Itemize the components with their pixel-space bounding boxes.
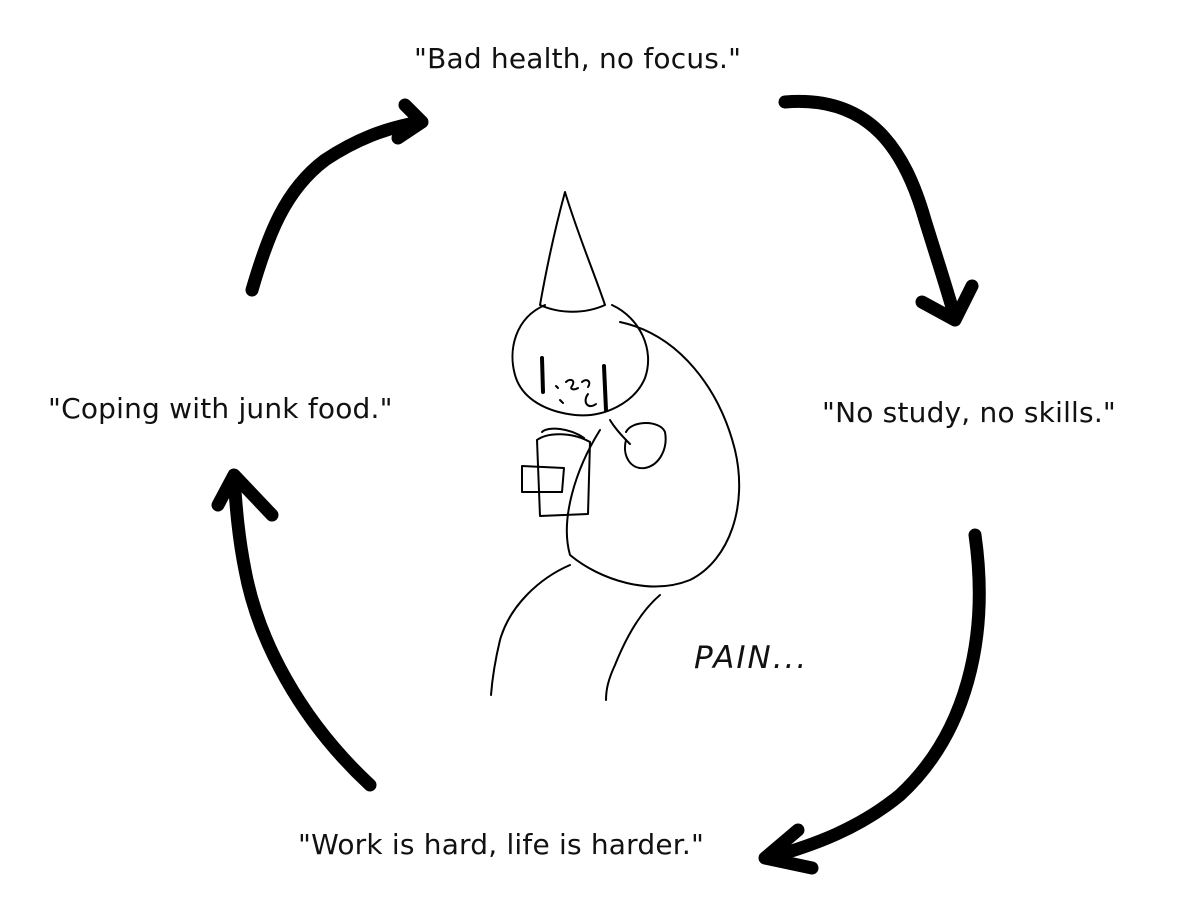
cone-hat-icon [539, 191, 606, 313]
figure-arm [609, 419, 631, 445]
figure-fist [624, 422, 667, 470]
crying-face-icon [540, 356, 608, 412]
arrow-top-to-right [778, 94, 979, 327]
arrow-bottom-to-left [211, 468, 377, 792]
cycle-step-work-hard: "Work is hard, life is harder." [298, 828, 705, 861]
junk-food-bag-icon [521, 427, 591, 517]
figure-leg-right [605, 594, 661, 701]
sad-figure [490, 191, 741, 701]
cycle-step-junk-food: "Coping with junk food." [48, 392, 393, 425]
cycle-step-no-study: "No study, no skills." [822, 396, 1116, 429]
arrow-right-to-bottom [758, 528, 986, 875]
figure-body [565, 321, 741, 588]
cycle-step-bad-health: "Bad health, no focus." [414, 42, 742, 75]
center-caption: PAIN... [694, 640, 809, 676]
figure-leg-left [490, 564, 571, 696]
figure-head [511, 304, 650, 417]
arrow-left-to-top [245, 98, 429, 297]
